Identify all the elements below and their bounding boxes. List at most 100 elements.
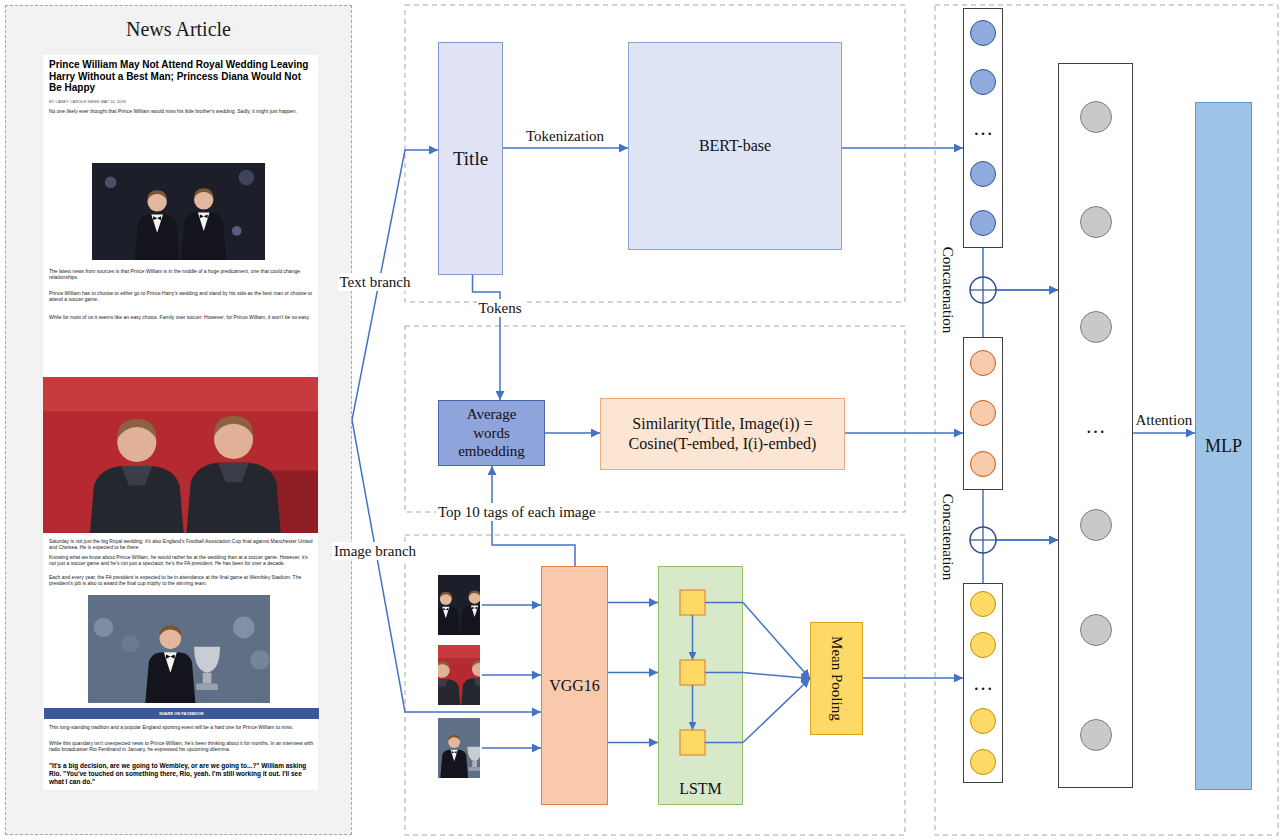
edge-label: Tokenization — [524, 127, 606, 145]
ellipsis-text: … — [973, 673, 993, 693]
box-text: Similarity(Title, Image(i)) = Cosine(T-e… — [609, 414, 836, 454]
title-box: Title — [438, 42, 503, 275]
box-text: Average words embedding — [447, 405, 536, 461]
bert-box: BERT-base — [628, 42, 842, 250]
article-text: Each and every year, the FA president is… — [49, 574, 314, 586]
image-thumbnail — [405, 718, 513, 784]
text-vector: … — [963, 8, 1003, 248]
operation-label: Concatenation — [939, 492, 957, 583]
recurrent-arrow — [691, 685, 693, 730]
branch-panel — [405, 535, 905, 835]
edge-label-holder: Text branch — [338, 273, 413, 291]
branch-panel — [405, 5, 905, 302]
thumbnail-arrow — [482, 674, 541, 676]
lstm-cell — [680, 660, 705, 685]
article-text: No one likely ever thought that Prince W… — [49, 108, 314, 114]
article-text: Saturday is not just the big Royal weddi… — [49, 538, 314, 550]
vector-cell — [1080, 101, 1112, 133]
operation-label-holder: Concatenation — [939, 492, 957, 583]
panel-heading: News Article — [6, 18, 351, 41]
rotated-box-text: Mean Pooling — [827, 636, 846, 721]
recurrent-arrow — [691, 615, 693, 660]
vector-cell — [970, 451, 996, 477]
article-text: While this quandary isn't unexpected new… — [49, 740, 314, 752]
similarity-vector — [963, 337, 1003, 490]
connector — [1133, 432, 1195, 434]
image-thumbnail — [405, 575, 513, 641]
connector — [743, 673, 810, 679]
edge-label: Attention — [1134, 411, 1195, 429]
image-vector: … — [963, 583, 1003, 783]
vector-cell — [970, 708, 996, 734]
connector — [845, 432, 963, 434]
lstm-cell — [680, 590, 705, 615]
mlp-box: MLP — [1195, 102, 1252, 790]
box-text: BERT-base — [699, 136, 771, 156]
share-button-text: SHARE ON FACEBOOK — [44, 708, 319, 719]
embedding-box: Average words embedding — [438, 400, 545, 466]
thumbnail-arrow — [482, 747, 541, 749]
cell-output-line — [705, 741, 743, 743]
cell-output-line — [705, 601, 743, 603]
fusion-panel — [935, 5, 1278, 835]
lstm-cell — [680, 730, 705, 755]
article-text: Prince William May Not Attend Royal Wedd… — [49, 59, 314, 94]
vector-cell — [1080, 614, 1112, 646]
article-text: The latest news from sources is that Pri… — [49, 268, 314, 280]
thumbnail-arrow — [482, 604, 541, 606]
connector — [608, 602, 658, 604]
article-text: "It's a big decision, are we going to We… — [49, 762, 314, 785]
lstm-cells — [658, 566, 743, 805]
article-photo — [40, 377, 321, 579]
connector — [473, 275, 501, 400]
box-text: VGG16 — [549, 676, 600, 696]
pooling-box: Mean Pooling — [810, 622, 863, 735]
vector-cell — [1080, 719, 1112, 751]
connector — [863, 677, 963, 679]
vector-cell — [970, 350, 996, 376]
edge-label-holder: Tokenization — [524, 127, 606, 145]
fused-vector: … — [1058, 63, 1133, 788]
connector — [842, 147, 963, 149]
vector-cell — [970, 749, 996, 775]
article-panel: News ArticlePrince William May Not Atten… — [5, 5, 352, 835]
connector — [608, 672, 658, 674]
edge-label: Top 10 tags of each image — [436, 503, 598, 521]
vgg-box: VGG16 — [541, 566, 608, 805]
ellipsis-text: … — [1086, 416, 1106, 436]
article-text: While for most of us it seems like an ea… — [49, 314, 314, 320]
vector-cell — [970, 591, 996, 617]
concat-junction — [970, 277, 996, 303]
image-thumbnail — [405, 645, 513, 723]
vector-cell — [970, 632, 996, 658]
connector — [503, 147, 628, 149]
edge-label-holder: Image branch — [332, 542, 418, 560]
panel-ground — [5, 5, 352, 835]
branch-panel — [405, 326, 905, 512]
box-text: Title — [453, 147, 488, 171]
connector — [545, 432, 600, 434]
connector — [608, 742, 658, 744]
vector-cell — [1080, 206, 1112, 238]
article-text: This long-standing tradition and a popul… — [49, 724, 314, 730]
lstm-box: LSTM — [658, 566, 743, 805]
concat-junction — [970, 527, 996, 553]
connector — [743, 603, 810, 679]
vector-cell — [970, 20, 996, 46]
edge-label: Image branch — [332, 542, 418, 560]
article-text: BY CASEY CARGLE NEWS MAY 14, 2018 — [49, 100, 314, 105]
edge-label-holder: Top 10 tags of each image — [436, 503, 598, 521]
article-text: Prince William has to choose to either g… — [49, 290, 314, 302]
edge-label: Text branch — [338, 273, 413, 291]
box-text: MLP — [1205, 435, 1242, 458]
vector-cell — [970, 210, 996, 236]
article-text: Knowing what we know about Prince Willia… — [49, 554, 314, 566]
ellipsis-text: … — [973, 118, 993, 138]
edge-label: Tokens — [477, 299, 524, 317]
edge-label-holder: Tokens — [477, 299, 524, 317]
article-photo — [82, 595, 276, 714]
operation-label-holder: Concatenation — [939, 245, 957, 336]
box-text: LSTM — [679, 780, 722, 798]
